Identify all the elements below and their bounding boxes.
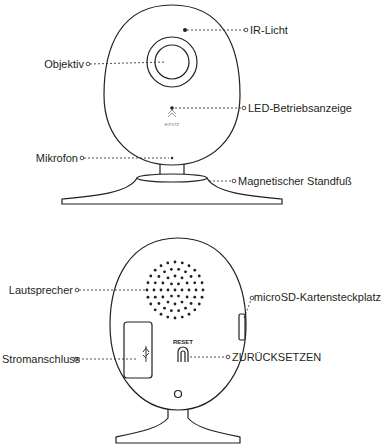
- part-label: LED-Betriebsanzeige: [248, 101, 352, 115]
- part-label: microSD-Kartensteckplatz: [254, 290, 381, 304]
- leader-ends: [74, 28, 254, 361]
- part-label: Mikrofon: [36, 151, 78, 165]
- button-text: RESET: [173, 338, 193, 346]
- part-label: Objektiv: [44, 57, 84, 71]
- leader-lines: [78, 30, 251, 359]
- camera-body-front: [104, 5, 240, 165]
- reset-button: [178, 347, 188, 362]
- stand-top: [137, 174, 207, 182]
- microphone-hole: [171, 157, 173, 159]
- usb-symbol: [143, 346, 149, 362]
- ir-light: [183, 28, 187, 32]
- part-label: IR-Licht: [250, 23, 288, 37]
- part-label: Stromanschluss: [2, 352, 80, 366]
- part-label: Magnetischer Standfuß: [238, 174, 352, 188]
- stand-back: [116, 406, 240, 443]
- led: [170, 106, 174, 110]
- lens-inner: [155, 45, 189, 79]
- screw: [175, 391, 182, 398]
- power-recess: [124, 322, 152, 378]
- logo-text: ezviz: [164, 120, 179, 128]
- logo-mark: [168, 110, 176, 117]
- part-label: Lautsprecher: [9, 283, 73, 297]
- speaker-grille: [146, 261, 205, 320]
- camera-body-back: [110, 238, 246, 410]
- part-label: ZURÜCKSETZEN: [232, 350, 321, 364]
